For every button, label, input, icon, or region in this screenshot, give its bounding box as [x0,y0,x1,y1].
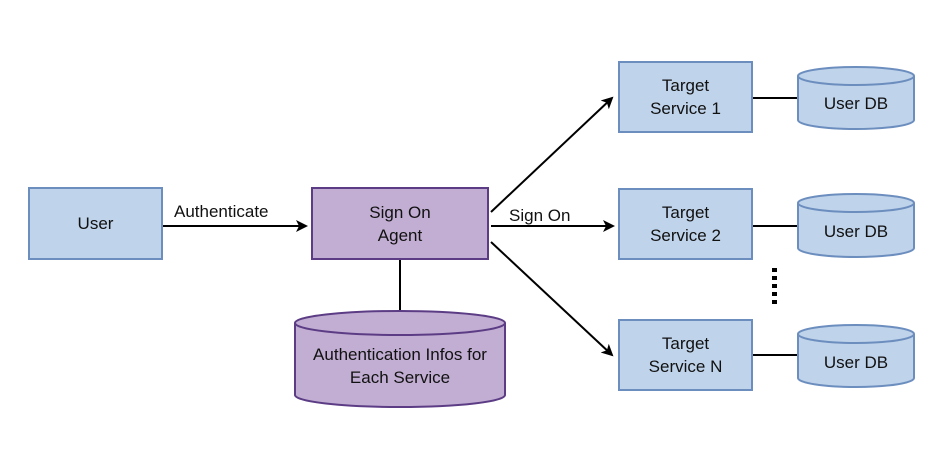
user-node: User [28,187,163,260]
user-label: User [77,214,114,233]
target-service-2-node: Target Service 2 [618,188,753,260]
agent-label-line1: Sign On [369,202,431,222]
user-db-text-2: User DB [823,221,889,241]
service1-label-line2: Service 1 [650,99,721,118]
sign-on-agent-node: Sign On Agent [311,187,489,260]
user-db-text-1: User DB [823,93,889,113]
agent-label-line2: Agent [377,225,423,245]
target-service-1-node: Target Service 1 [618,61,753,133]
auth-db-label-line2: Each Service [349,368,451,387]
serviceN-label-line1: Target [661,334,710,353]
user-db-label-3: User DB [798,347,914,377]
auth-db-cylinder [294,310,506,408]
service1-label-line1: Target [661,76,710,95]
edge-agent-service1 [490,96,614,213]
user-db-cylinder-3 [797,324,915,388]
edge-agent-serviceN [490,241,614,357]
sign-on-label: Sign On [509,206,571,225]
user-db-label-1: User DB [798,88,914,118]
authenticate-label: Authenticate [174,202,269,221]
serviceN-label-line2: Service N [648,357,723,376]
user-db-cylinder-1 [797,66,915,130]
service2-label-line2: Service 2 [650,226,721,245]
auth-db-label-line1: Authentication Infos for [313,345,487,364]
target-service-n-node: Target Service N [618,319,753,391]
auth-db-label: Authentication Infos for Each Service [295,338,505,394]
ellipsis-dots [772,268,777,304]
user-db-label-2: User DB [798,216,914,246]
service2-label-line1: Target [661,203,710,222]
user-db-text-3: User DB [823,352,889,372]
user-db-cylinder-2 [797,193,915,258]
